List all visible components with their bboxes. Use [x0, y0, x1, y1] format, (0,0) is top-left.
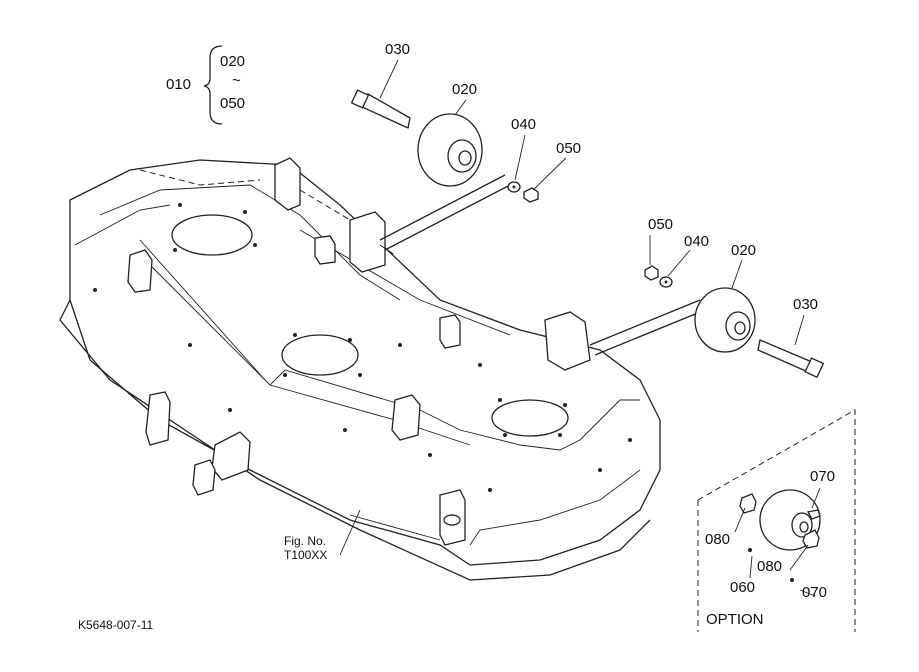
group-bracket: [203, 45, 223, 125]
label-010: 010: [166, 76, 192, 93]
label-option-070-top: 070: [810, 468, 836, 485]
label-option-080-right: 080: [757, 558, 783, 575]
deck-brackets: [127, 157, 591, 546]
label-group-start-020: 020: [220, 53, 246, 70]
label-group-tilde: ~: [232, 72, 241, 89]
label-group-end-050: 050: [220, 95, 246, 112]
left-washer-and-nut: [507, 181, 539, 203]
label-option-060: 060: [730, 579, 756, 596]
label-nut-right-050: 050: [648, 216, 674, 233]
label-option-070-bottom: 070: [802, 584, 828, 601]
leader-lines: [139, 59, 805, 556]
figure-number: Fig. No. T100XX: [284, 534, 328, 563]
right-gauge-wheel: [589, 287, 825, 379]
label-bolt-left-030: 030: [385, 41, 411, 58]
spindle-openings: [171, 214, 569, 437]
label-nut-left-050: 050: [556, 140, 582, 157]
label-washer-right-040: 040: [684, 233, 710, 250]
option-box: [697, 409, 856, 632]
figure-number-line1: Fig. No.: [284, 534, 327, 548]
label-wheel-left-020: 020: [452, 81, 478, 98]
label-option-080-left: 080: [705, 531, 731, 548]
drawing-code: K5648-007-11: [78, 618, 154, 632]
label-wheel-right-020: 020: [731, 242, 757, 259]
label-washer-left-040: 040: [511, 116, 537, 133]
left-gauge-wheel: [350, 89, 511, 251]
mounting-holes: [93, 203, 632, 492]
option-title: OPTION: [706, 611, 764, 628]
label-bolt-right-030: 030: [793, 296, 819, 313]
figure-number-line2: T100XX: [284, 547, 328, 562]
mower-deck: [59, 159, 661, 581]
right-washer-and-nut: [644, 265, 673, 288]
